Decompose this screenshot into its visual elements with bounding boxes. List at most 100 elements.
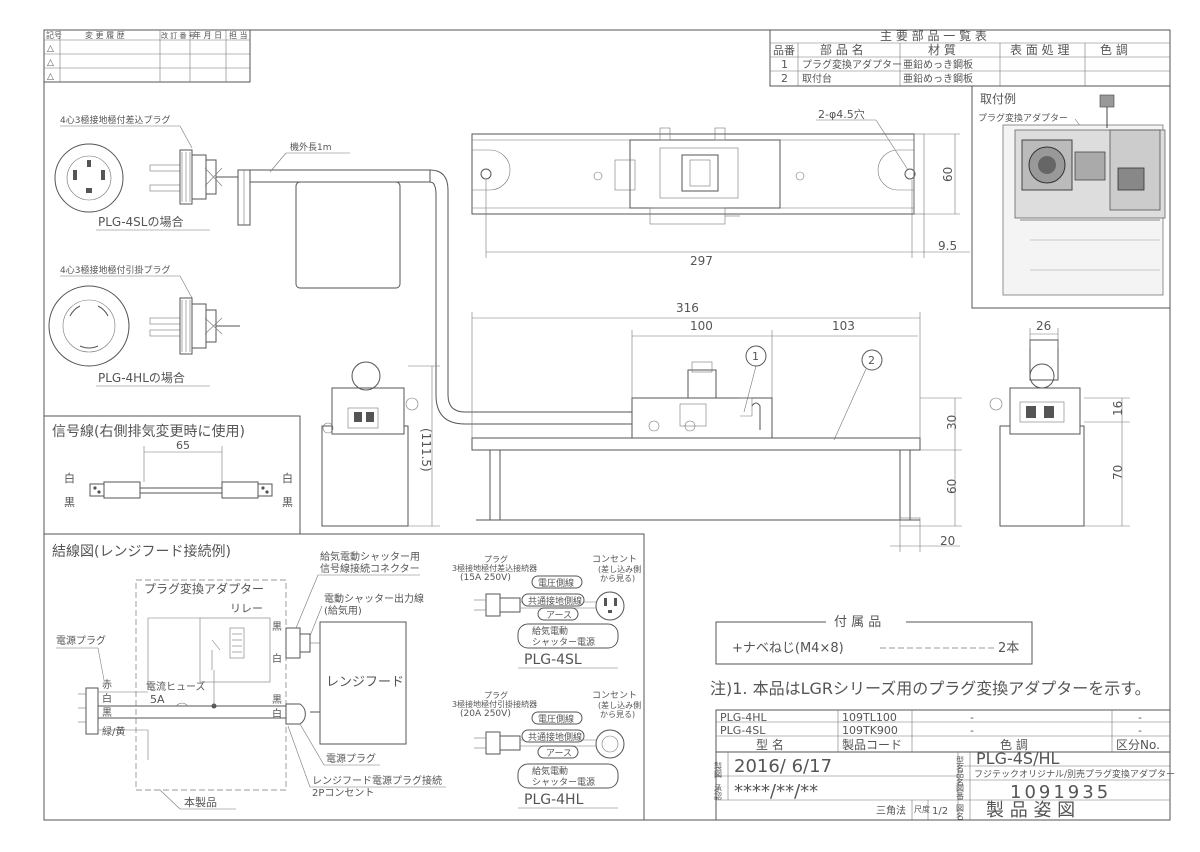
tb-projection: 三角法 bbox=[876, 804, 906, 817]
parts-row2-material: 亜鉛めっき鋼板 bbox=[903, 72, 973, 85]
tb-title: 製 品 姿 図 bbox=[986, 800, 1075, 821]
parts-row1-name: プラグ変換アダプター bbox=[802, 58, 902, 71]
wiring-white-r2: 白 bbox=[272, 707, 282, 720]
wiring-output-label-1: 電動シャッター出力線 bbox=[324, 592, 424, 605]
revision-header-mark: 記号 bbox=[46, 30, 62, 40]
plug-diagram-plg4sl: プラグ 3極接地極付差込接続器 (15A 250V) コンセント (差し込み側 … bbox=[452, 554, 641, 669]
dim-9-5: 9.5 bbox=[938, 239, 957, 253]
cord-tag bbox=[295, 181, 401, 289]
tb-approver: ****/**/** bbox=[734, 781, 818, 802]
wiring-connector-label-2: 信号線接続コネクター bbox=[320, 562, 420, 575]
pd4sl-name: PLG-4SL bbox=[524, 652, 582, 668]
signal-black-right: 黒 bbox=[282, 496, 293, 509]
accessories-item: +ナベねじ(M4×8) bbox=[732, 641, 844, 656]
adapter-body bbox=[631, 397, 773, 439]
wiring-power-plug: 電源プラグ bbox=[56, 634, 106, 647]
pd4sl-type: 3極接地極付差込接続器 bbox=[452, 563, 537, 573]
pd4hl-voltage: 電圧側線 bbox=[538, 713, 574, 725]
revision-header-date: 年 月 日 bbox=[193, 30, 222, 40]
range-hood-box bbox=[319, 621, 407, 745]
signal-dim-65: 65 bbox=[176, 439, 190, 452]
model-header-name: 型 名 bbox=[756, 737, 784, 752]
wiring-diagram: 結線図(レンジフード接続例) プラグ変換アダプター リレー 電源プラグ 赤 白 … bbox=[43, 533, 645, 821]
dim-holes: 2-φ4.5穴 bbox=[818, 107, 865, 121]
plg4sl-plug-face bbox=[54, 143, 124, 213]
wiring-white: 白 bbox=[102, 692, 112, 705]
parts-row1-no: 1 bbox=[781, 58, 788, 71]
wiring-black-r1: 黒 bbox=[272, 621, 282, 633]
accessories-title: 付 属 品 bbox=[834, 615, 881, 630]
wiring-adapter-label: プラグ変換アダプター bbox=[144, 581, 264, 596]
pd4sl-rating: (15A 250V) bbox=[460, 573, 511, 583]
parts-list-title: 主 要 部 品 一 覧 表 bbox=[880, 28, 987, 43]
wiring-fuse-label: 電流ヒューズ bbox=[146, 680, 206, 693]
model-header-color: 色 調 bbox=[1000, 738, 1028, 752]
balloon-2: 2 bbox=[868, 354, 875, 367]
parts-list: 主 要 部 品 一 覧 表 品番 部 品 名 材 質 表 面 処 理 色 調 1… bbox=[769, 28, 1171, 87]
tb-model: PLG-4S/HL bbox=[976, 749, 1059, 768]
pd4sl-shutter-2: シャッター電源 bbox=[532, 637, 595, 648]
tb-scale: 1/2 bbox=[932, 806, 948, 817]
wiring-title: 結線図(レンジフード接続例) bbox=[52, 543, 231, 560]
wiring-hood-plug-2: 2Pコンセント bbox=[312, 787, 374, 799]
model-row1-code: 109TL100 bbox=[842, 711, 897, 724]
signal-white-left: 白 bbox=[64, 471, 75, 485]
plg4hl-title: 4心3極接地極付引掛プラグ bbox=[60, 264, 170, 276]
pd4hl-name: PLG-4HL bbox=[524, 792, 584, 808]
pd4hl-outlet-note-2: から見る) bbox=[600, 710, 635, 719]
pd4sl-outlet-note-2: から見る) bbox=[600, 574, 635, 583]
plg4hl-plug-face bbox=[48, 285, 130, 367]
tb-scale-label: 尺度 bbox=[914, 804, 930, 814]
pd4hl-outlet: コンセント bbox=[592, 690, 637, 701]
tb-name: フジテックオリジナル/別売プラグ変換アダプター bbox=[974, 768, 1175, 780]
parts-header-name: 部 品 名 bbox=[820, 42, 864, 57]
model-header-cls: 区分No. bbox=[1116, 738, 1160, 752]
wiring-output-label-2: (給気用) bbox=[324, 604, 362, 617]
plug-plg4sl: 4心3極接地極付差込プラグ PLG-4SLの場合 bbox=[54, 114, 244, 231]
pd4sl-outlet-note-1: (差し込み側 bbox=[598, 564, 641, 574]
model-table: PLG-4HL 109TL100 - - PLG-4SL 109TK900 - … bbox=[715, 709, 1171, 753]
pd4hl-earth: アース bbox=[546, 749, 572, 759]
revision-mark-1: △ bbox=[47, 44, 54, 54]
parts-row1-material: 亜鉛めっき鋼板 bbox=[903, 58, 973, 71]
tb-model-label: 型名 bbox=[956, 756, 965, 773]
wiring-green-yellow: 緑/黄 bbox=[102, 725, 125, 738]
pd4hl-shutter-2: シャッター電源 bbox=[532, 777, 595, 788]
parts-header-no: 品番 bbox=[773, 44, 795, 57]
dim-103: 103 bbox=[832, 319, 855, 333]
model-row1-name: PLG-4HL bbox=[720, 711, 768, 724]
tb-date: 2016/ 6/17 bbox=[734, 756, 832, 777]
tb-date-label: 製図 bbox=[714, 761, 723, 779]
mounting-example-title: 取付例 bbox=[980, 92, 1016, 106]
pd4sl-common-ground: 共通接地側線 bbox=[528, 595, 582, 607]
wiring-range-hood: レンジフード bbox=[326, 675, 404, 690]
drawing-note: 注)1. 本品はLGRシリーズ用のプラグ変換アダプターを示す。 bbox=[710, 679, 1151, 698]
wiring-product: 本製品 bbox=[184, 795, 217, 809]
parts-row2-name: 取付台 bbox=[802, 72, 832, 85]
revision-table: 記号 変 更 履 歴 改 訂 番 号 年 月 日 担 当 △ △ △ bbox=[43, 29, 251, 83]
dim-111-5: (111.5) bbox=[419, 428, 433, 472]
accessories: 付 属 品 +ナベねじ(M4×8) 2本 bbox=[715, 612, 1033, 665]
dim-30: 30 bbox=[945, 415, 959, 430]
signal-line-title: 信号線(右側排気変更時に使用) bbox=[52, 423, 245, 440]
dim-100: 100 bbox=[690, 319, 713, 333]
wiring-red: 赤 bbox=[102, 679, 112, 691]
revision-header-owner: 担 当 bbox=[229, 30, 248, 40]
wiring-black: 黒 bbox=[102, 707, 112, 719]
dim-60-top: 60 bbox=[941, 167, 955, 182]
pd4sl-voltage: 電圧側線 bbox=[538, 577, 574, 589]
signal-white-right: 白 bbox=[282, 471, 293, 485]
plg4sl-caption: PLG-4SLの場合 bbox=[98, 214, 184, 229]
model-row1-color: - bbox=[970, 711, 974, 724]
model-row2-cls: - bbox=[1138, 724, 1142, 737]
cord: 機外長1m bbox=[237, 141, 635, 425]
tb-approver-label: 承認 bbox=[714, 784, 723, 800]
dim-70: 70 bbox=[1111, 465, 1125, 480]
mounting-example: 取付例 プラグ変換アダプター bbox=[971, 85, 1171, 309]
right-side-view: 26 16 70 bbox=[989, 319, 1130, 527]
wiring-power-plug-2: 電源プラグ bbox=[326, 752, 376, 765]
plug-plg4hl: 4心3極接地極付引掛プラグ PLG-4HLの場合 bbox=[48, 264, 240, 387]
pd4sl-shutter-1: 給気電動 bbox=[532, 625, 568, 637]
